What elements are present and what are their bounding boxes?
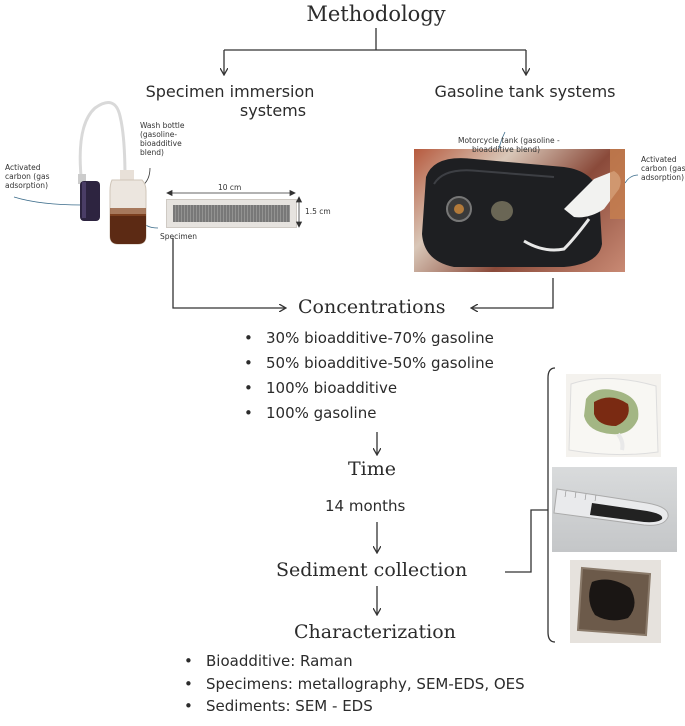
gasoline-tank-heading: Gasoline tank systems [434, 82, 616, 101]
photo-bracket [547, 367, 556, 643]
width-label: 10 cm [218, 183, 242, 192]
diagram-title: Methodology [306, 2, 446, 26]
sediment-collection-heading: Sediment collection [276, 559, 468, 581]
concentration-item: 50% bioadditive-50% gasoline [244, 351, 494, 376]
wash-bottle-photo [78, 101, 147, 245]
time-heading: Time [348, 458, 397, 480]
height-label: 1.5 cm [305, 207, 331, 216]
characterization-item: Bioadditive: Raman [184, 650, 525, 673]
characterization-item: Specimens: metallography, SEM-EDS, OES [184, 673, 525, 696]
specimen-label: Specimen [160, 232, 198, 241]
sediment-photo-specimen [570, 560, 661, 643]
specimen-immersion-heading-line1: Specimen immersion [145, 82, 315, 101]
motorcycle-tank-photo [414, 149, 625, 272]
time-value: 14 months [325, 497, 406, 515]
activated-carbon-label-left: Activated carbon (gas adsorption) [5, 163, 50, 190]
arrow-right-to-concentrations [472, 278, 554, 308]
sediment-to-brace [505, 509, 548, 573]
characterization-item: Sediments: SEM - EDS [184, 695, 525, 718]
specimen-immersion-heading: Specimen immersion systems [130, 82, 330, 120]
activated-carbon-label-right: Activated carbon (gas adsorption) [641, 155, 685, 182]
activated-carbon-leader-right [624, 174, 639, 184]
motorcycle-tank-label: Motorcycle tank (gasoline - bioadditive … [458, 136, 560, 154]
specimen-photo [166, 199, 297, 228]
arrow-left-to-concentrations [172, 238, 285, 308]
specimen-dimension-lines [166, 189, 303, 228]
specimen-immersion-heading-line2: systems [239, 101, 307, 120]
concentration-item: 100% bioadditive [244, 376, 494, 401]
concentrations-heading: Concentrations [298, 296, 446, 318]
activated-carbon-leader-left [13, 196, 83, 206]
concentration-item: 100% gasoline [244, 401, 494, 426]
characterization-list: Bioadditive: Raman Specimens: metallogra… [184, 650, 525, 718]
wash-bottle-label: Wash bottle (gasoline- bioadditive blend… [140, 121, 185, 157]
concentration-list: 30% bioadditive-70% gasoline 50% bioaddi… [244, 326, 494, 426]
sediment-photo-tube [552, 467, 677, 552]
sediment-photo-filter [566, 374, 661, 457]
characterization-heading: Characterization [294, 621, 456, 643]
concentration-item: 30% bioadditive-70% gasoline [244, 326, 494, 351]
